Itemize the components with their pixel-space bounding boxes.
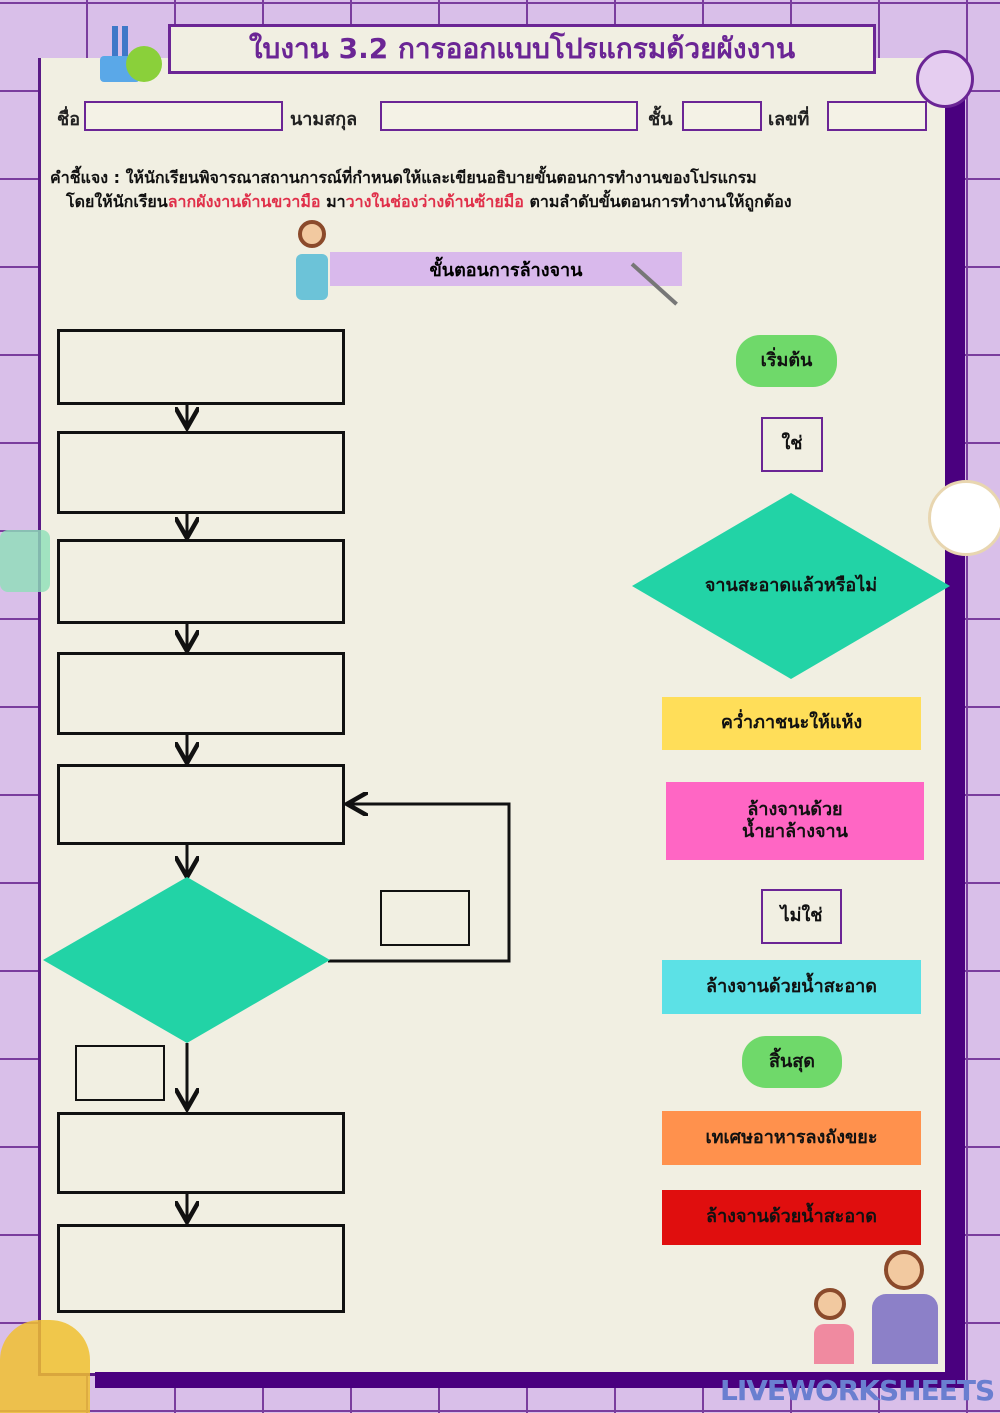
decorative-ball-icon [916,50,974,108]
step-title: ขั้นตอนการล้างจาน [330,252,682,286]
flowchart-slot-5[interactable] [57,764,345,845]
girl-illustration [290,218,334,322]
option-dry[interactable]: คว่ำภาชนะให้แห้ง [662,697,921,750]
surname-label: นามสกุล [290,109,358,130]
class-field[interactable] [682,101,762,131]
instr-text: ตามลำดับขั้นตอนการทำงานให้ถูกต้อง [523,192,792,211]
decision-text: จานสะอาดแล้วหรือไม่ [704,574,878,596]
option-yes[interactable]: ใช่ [761,417,823,472]
number-label: เลขที่ [768,109,810,130]
glove-icon [0,1320,90,1413]
option-no[interactable]: ไม่ใช่ [761,889,842,944]
option-start[interactable]: เริ่มต้น [736,335,837,387]
name-field[interactable] [84,101,283,131]
instr-text: โดยให้นักเรียน [66,192,168,211]
flowchart-slot-1[interactable] [57,329,345,405]
page-title: ใบงาน 3.2 การออกแบบโปรแกรมด้วยผังงาน [168,24,876,74]
soap-bottle-icon [0,530,50,592]
instr-text: มา [320,192,346,211]
instr-highlight: ลากผังงานด้านขวามือ [167,192,321,211]
branch-label-slot-1[interactable] [380,890,470,946]
decision-slot[interactable] [43,877,330,1043]
branch-label-slot-2[interactable] [75,1045,165,1101]
option-end[interactable]: สิ้นสุด [742,1036,842,1088]
option-decision[interactable]: จานสะอาดแล้วหรือไม่ [632,493,950,679]
flowchart-slot-4[interactable] [57,652,345,735]
option-soap[interactable]: ล้างจานด้วย น้ำยาล้างจาน [666,782,924,860]
flowchart-slot-6[interactable] [57,1112,345,1194]
option-scraps[interactable]: เทเศษอาหารลงถังขยะ [662,1111,921,1165]
instructions-line1: คำชี้แจง : ให้นักเรียนพิจารณาสถานการณ์ที… [50,168,757,187]
liveworksheets-watermark: LIVEWORKSHEETS [720,1374,995,1407]
name-label: ชื่อ [57,109,81,130]
class-label: ชั้น [648,109,673,130]
option-rinse-2[interactable]: ล้างจานด้วยน้ำสะอาด [662,1190,921,1245]
instructions-line2: โดยให้นักเรียนลากผังงานด้านขวามือ มาวางใ… [66,190,792,215]
option-rinse-1[interactable]: ล้างจานด้วยน้ำสะอาด [662,960,921,1014]
surname-field[interactable] [380,101,638,131]
flowchart-slot-7[interactable] [57,1224,345,1313]
number-field[interactable] [827,101,927,131]
dishes-icon [98,26,164,86]
flowchart-slot-3[interactable] [57,539,345,624]
instr-highlight: วางในช่องว่างด้านซ้ายมือ [345,192,524,211]
decorative-border [945,90,965,1385]
flowchart-slot-2[interactable] [57,431,345,514]
family-illustration [806,1250,946,1370]
plate-icon [928,480,1000,556]
decorative-border-bottom [95,1372,965,1388]
